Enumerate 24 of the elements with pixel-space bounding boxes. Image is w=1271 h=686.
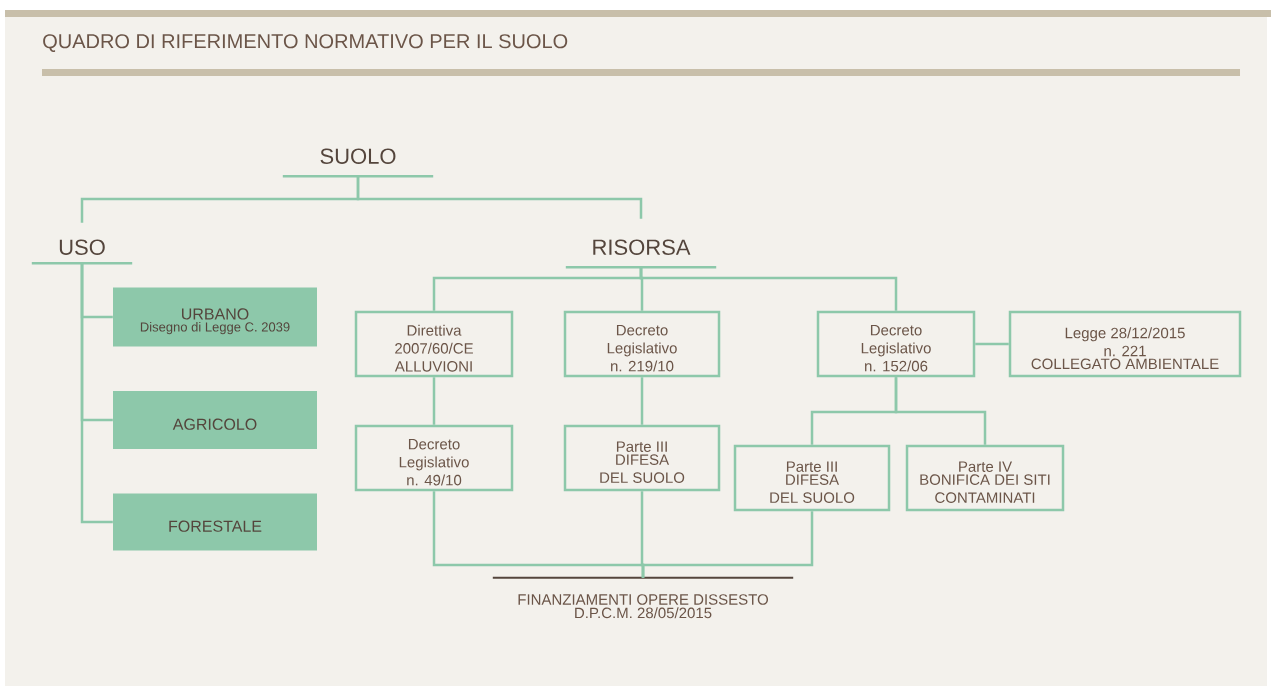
connector-line xyxy=(432,377,436,425)
heading-label: RISORSA xyxy=(565,239,717,269)
category-box: AGRICOLO xyxy=(113,391,317,449)
law-box: Decreto Legislativo n. 49/10 xyxy=(354,424,514,492)
category-box: FORESTALE xyxy=(113,493,317,551)
law-box: Decreto Legislativo n. 219/10 xyxy=(563,310,721,378)
law-box: Parte III DIFESA DEL SUOLO xyxy=(563,424,721,492)
law-box: Decreto Legislativo n. 152/06 xyxy=(816,310,976,378)
connector-line xyxy=(975,342,1009,346)
page-title: QUADRO DI RIFERIMENTO NORMATIVO PER IL SUOLO xyxy=(43,34,568,52)
law-box: Legge 28/12/2015 n. 221 COLLEGATO AMBIENTALE xyxy=(1008,310,1242,378)
law-box: Parte IV BONIFICA DEI SITI CONTAMINATI xyxy=(905,444,1065,512)
connector-line xyxy=(639,267,898,311)
funding-label: FINANZIAMENTI OPERE DISSESTO D.P.C.M. 28/05/2015 xyxy=(491,576,795,619)
law-box: Parte III DIFESA DEL SUOLO xyxy=(733,444,891,512)
law-box: Direttiva 2007/60/CE ALLUVIONI xyxy=(354,310,514,378)
connector-line xyxy=(356,176,643,219)
heading-label: USO xyxy=(31,239,133,265)
category-box: URBANO Disegno di Legge C. 2039 xyxy=(113,287,317,347)
connector-line xyxy=(894,377,987,445)
heading-label: SUOLO xyxy=(282,148,434,178)
connector-line xyxy=(80,263,113,524)
connector-line xyxy=(641,511,814,578)
connector-line xyxy=(640,377,644,425)
